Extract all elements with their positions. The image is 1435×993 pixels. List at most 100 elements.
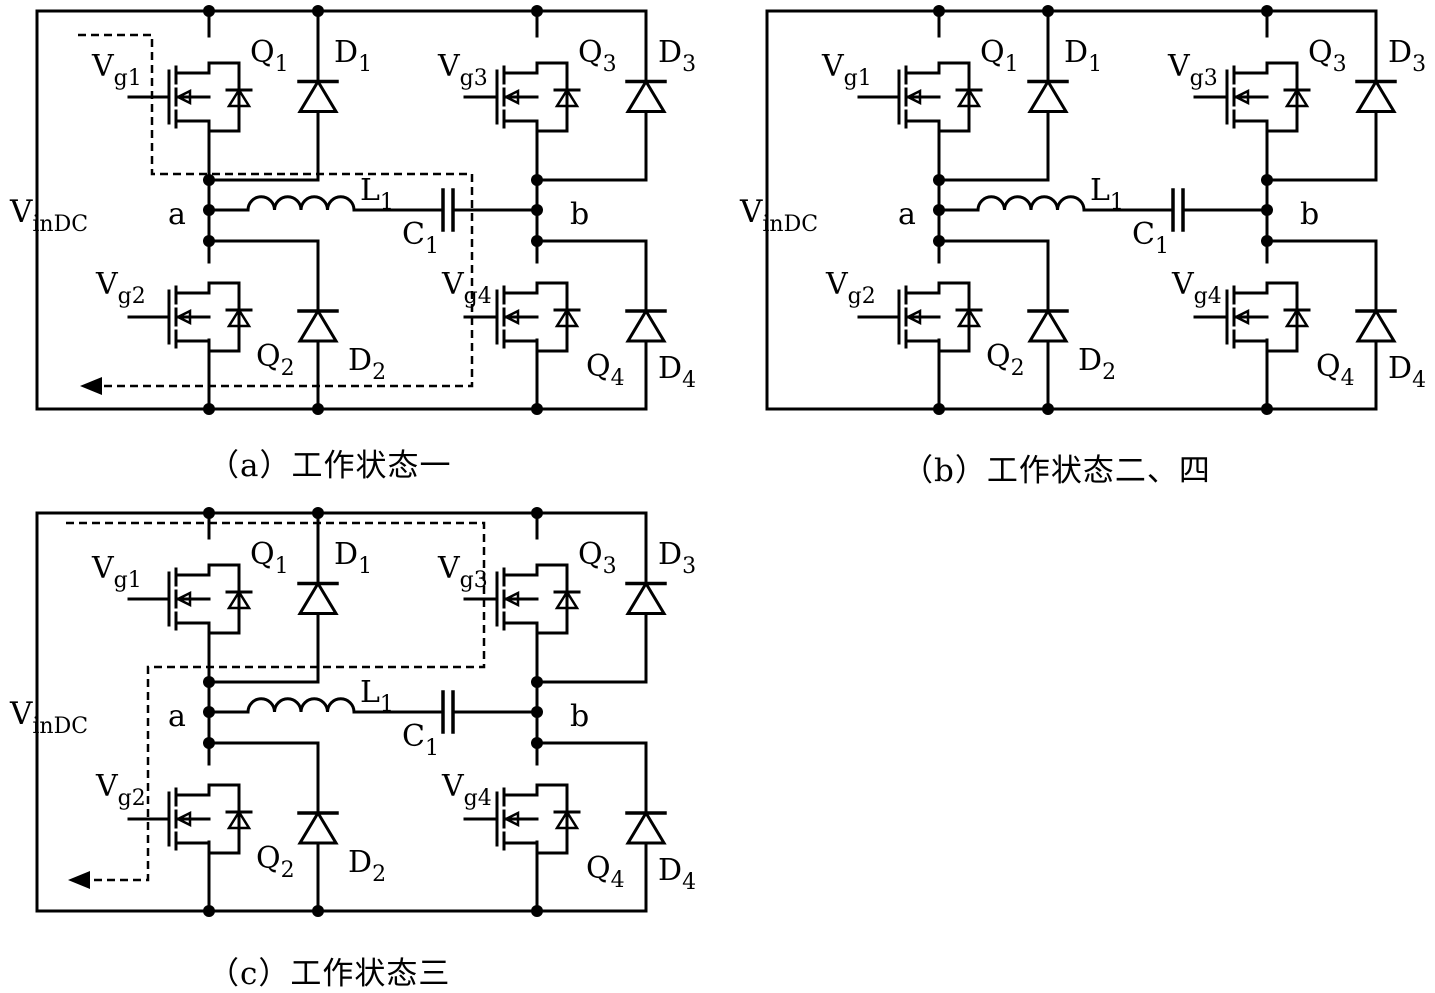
body-diode xyxy=(554,809,580,830)
capacitor-c1-label: C1 xyxy=(402,217,439,259)
d1-label: D1 xyxy=(334,35,372,77)
junction-dot xyxy=(531,235,543,247)
junction-dot xyxy=(531,174,543,186)
body-diode xyxy=(226,589,252,610)
d3-label: D3 xyxy=(658,537,696,579)
caption-state-3: （c）工作状态三 xyxy=(208,956,451,992)
node-b-label: b xyxy=(1300,197,1319,232)
junction-dot xyxy=(312,507,324,519)
junction-dot xyxy=(203,174,215,186)
junction-dot xyxy=(531,403,543,415)
junction-dot xyxy=(1261,403,1273,415)
node-a-label: a xyxy=(898,197,916,232)
channel-arrow xyxy=(503,308,520,326)
switch-q4 xyxy=(1193,281,1311,353)
junction-dot xyxy=(203,706,215,718)
junction-dot xyxy=(933,174,945,186)
diode-d2 xyxy=(297,239,339,411)
diode-triangle xyxy=(1355,308,1397,343)
q3-label: Q3 xyxy=(1308,35,1347,77)
channel-arrow xyxy=(503,810,520,828)
junction-dot xyxy=(1261,204,1273,216)
gate-vg3-label: Vg3 xyxy=(437,551,488,593)
junction-dot xyxy=(1261,174,1273,186)
q1-label: Q1 xyxy=(980,35,1019,77)
q3-label: Q3 xyxy=(578,537,617,579)
junction-dot xyxy=(531,5,543,17)
junction-dot xyxy=(203,507,215,519)
q4-label: Q4 xyxy=(586,851,625,893)
switch-q2 xyxy=(127,281,253,353)
switch-q4 xyxy=(463,783,581,855)
junction-dot xyxy=(531,706,543,718)
switch-q1 xyxy=(127,61,253,133)
input-voltage-label: VinDC xyxy=(9,194,88,237)
diode-d1 xyxy=(297,9,339,182)
diode-d3 xyxy=(1355,9,1397,182)
d4-label: D4 xyxy=(1388,351,1426,393)
capacitor-c1-label: C1 xyxy=(1132,217,1169,259)
inductor-l1 xyxy=(976,195,1086,211)
q2-label: Q2 xyxy=(256,339,295,381)
diode-triangle xyxy=(297,810,339,845)
diode-d4 xyxy=(1355,239,1397,411)
capacitor-c1-label: C1 xyxy=(402,719,439,761)
switch-q3 xyxy=(463,563,581,635)
diode-triangle xyxy=(625,78,667,113)
q1-label: Q1 xyxy=(250,35,289,77)
switch-q2 xyxy=(127,783,253,855)
junction-dot xyxy=(933,204,945,216)
caption-state-2-4: （b）工作状态二、四 xyxy=(902,453,1211,489)
junction-dot xyxy=(203,676,215,688)
q4-label: Q4 xyxy=(1316,349,1355,391)
junction-dot xyxy=(203,235,215,247)
switch-q2 xyxy=(857,281,983,353)
inductor-coil xyxy=(246,697,356,713)
gate-vg4-label: Vg4 xyxy=(1171,267,1222,309)
q1-label: Q1 xyxy=(250,537,289,579)
junction-dot xyxy=(312,905,324,917)
q2-label: Q2 xyxy=(256,841,295,883)
diode-triangle xyxy=(297,78,339,113)
d3-label: D3 xyxy=(1388,35,1426,77)
inductor-l1 xyxy=(246,697,356,713)
current-arrow-head xyxy=(68,871,90,889)
gate-vg1-label: Vg1 xyxy=(91,551,142,593)
junction-dot xyxy=(1042,5,1054,17)
caption-state-1: （a）工作状态一 xyxy=(208,448,452,484)
diode-triangle xyxy=(1027,78,1069,113)
junction-dot xyxy=(531,507,543,519)
d1-label: D1 xyxy=(334,537,372,579)
channel-arrow xyxy=(175,810,192,828)
channel-arrow xyxy=(175,308,192,326)
body-diode xyxy=(226,87,252,108)
diode-triangle xyxy=(625,810,667,845)
body-diode xyxy=(554,87,580,108)
switch-q4 xyxy=(463,281,581,353)
diode-triangle xyxy=(297,580,339,615)
input-voltage-label: VinDC xyxy=(739,194,818,237)
diode-triangle xyxy=(1027,308,1069,343)
switch-q3 xyxy=(463,61,581,133)
junction-dot xyxy=(203,204,215,216)
switch-q1 xyxy=(857,61,983,133)
d4-label: D4 xyxy=(658,853,696,895)
junction-dot xyxy=(312,403,324,415)
diode-d4 xyxy=(625,741,667,913)
body-diode xyxy=(956,87,982,108)
junction-dot xyxy=(531,905,543,917)
current-path-state-1 xyxy=(78,33,474,388)
current-arrow-head xyxy=(80,377,102,395)
current-path-state-3 xyxy=(66,521,486,882)
diode-d2 xyxy=(297,741,339,913)
gate-vg3-label: Vg3 xyxy=(437,49,488,91)
gate-vg1-label: Vg1 xyxy=(821,49,872,91)
body-diode xyxy=(956,307,982,328)
diode-triangle xyxy=(1355,78,1397,113)
input-voltage-label: VinDC xyxy=(9,696,88,739)
channel-arrow xyxy=(905,88,922,106)
